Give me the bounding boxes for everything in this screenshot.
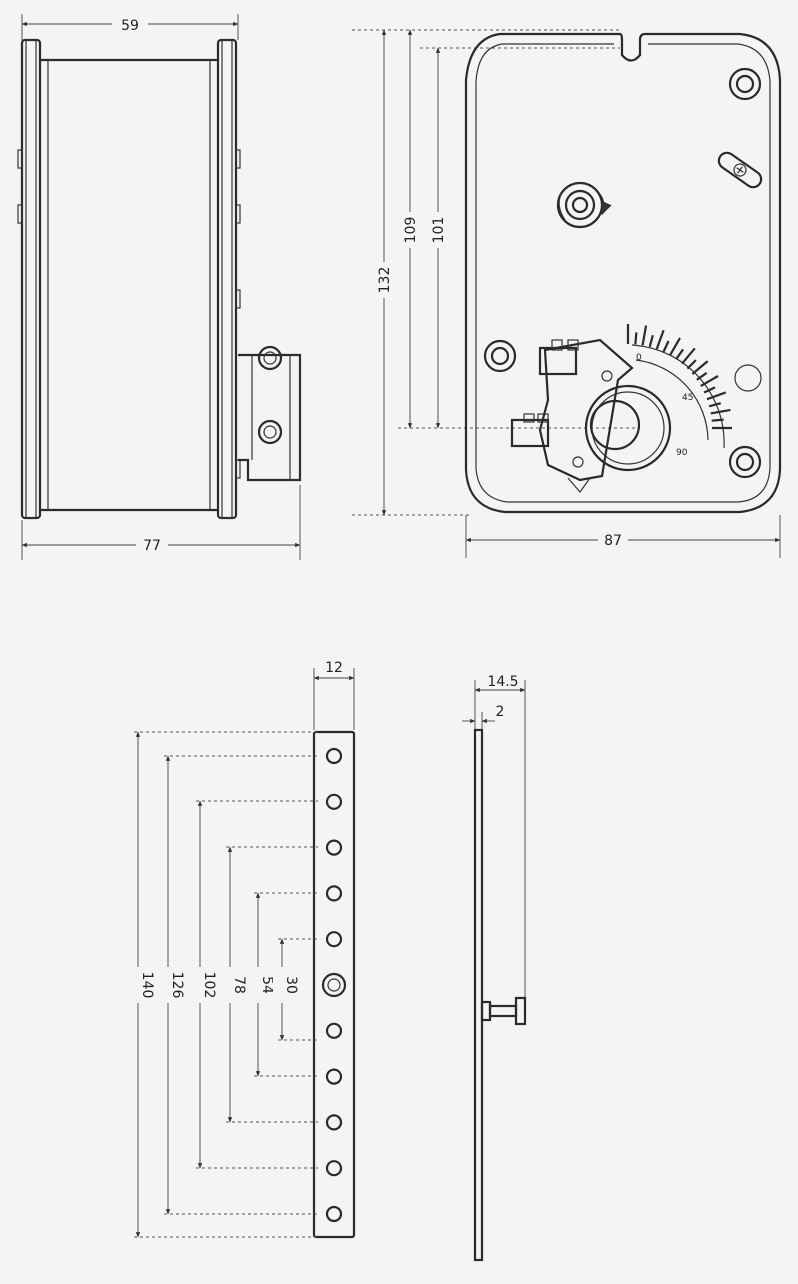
scale-tick xyxy=(706,391,727,401)
spacing-label-bg xyxy=(129,967,147,1003)
side-width-bottom-label: 77 xyxy=(143,538,161,554)
bracket-side-view: 14.5 2 xyxy=(462,674,527,1262)
scale-label-0: 0 xyxy=(636,353,642,363)
scale-tick xyxy=(711,418,724,422)
side-view: 59 77 xyxy=(17,14,302,560)
scale-tick xyxy=(634,332,638,345)
scale-tick xyxy=(662,340,670,353)
scale-tick xyxy=(641,325,648,346)
bracket-hole xyxy=(325,1068,343,1085)
spacing-label: 126 xyxy=(169,972,185,999)
bracket-hole xyxy=(325,885,343,902)
scale-label-90: 90 xyxy=(676,448,688,458)
bracket-width-label: 12 xyxy=(325,660,343,676)
scale-tick xyxy=(691,360,709,375)
scale-tick xyxy=(669,337,681,356)
bracket-hole xyxy=(325,1114,343,1131)
bracket-thickness-label: 2 xyxy=(496,704,505,720)
scale-tick xyxy=(700,375,719,387)
spacing-label: 30 xyxy=(283,976,299,994)
spacing-label-bg xyxy=(249,967,267,1003)
scale-tick xyxy=(696,372,708,381)
spacing-label-bg xyxy=(221,967,239,1003)
scale-tick xyxy=(710,408,731,415)
bracket-hole xyxy=(325,1160,343,1177)
scale-tick xyxy=(675,348,684,360)
bracket-hole xyxy=(325,1205,343,1223)
bracket-depth-label: 14.5 xyxy=(487,674,518,690)
bracket-plate-view: 12 140 126 102 78 54 30 xyxy=(129,660,356,1239)
front-height-total-label: 132 xyxy=(377,267,393,294)
bracket-center-hole xyxy=(321,972,347,998)
bracket-hole xyxy=(325,747,343,765)
spacing-label-bg xyxy=(191,967,209,1003)
scale-tick xyxy=(655,329,665,350)
bracket-hole xyxy=(325,793,343,810)
spacing-label: 102 xyxy=(201,972,217,999)
front-height-b-label: 101 xyxy=(431,217,447,244)
bracket-center-hole-inner xyxy=(327,978,341,992)
front-height-a-label: 109 xyxy=(403,217,419,244)
scale-tick xyxy=(708,402,722,408)
scale-label-45: 45 xyxy=(682,393,693,403)
bracket-hole xyxy=(325,1022,343,1039)
spacing-label: 78 xyxy=(231,976,247,994)
bracket-spacing-dims: 140 126 102 78 54 30 xyxy=(129,731,318,1238)
spacing-label-bg xyxy=(273,967,291,1003)
front-view: 132 109 101 xyxy=(352,29,782,558)
scale-tick xyxy=(686,359,697,370)
bracket-hole xyxy=(325,931,343,948)
spacing-label-bg xyxy=(159,967,177,1003)
bracket-hole xyxy=(325,839,343,856)
spacing-label: 140 xyxy=(139,972,155,999)
scale-tick xyxy=(703,386,716,394)
spacing-label: 54 xyxy=(259,976,275,994)
front-width-label: 87 xyxy=(604,533,622,549)
scale-tick xyxy=(648,334,654,348)
scale-tick xyxy=(681,347,696,365)
side-width-top-label: 59 xyxy=(121,18,139,34)
bracket-holes xyxy=(321,747,347,1223)
angle-scale xyxy=(626,324,732,449)
